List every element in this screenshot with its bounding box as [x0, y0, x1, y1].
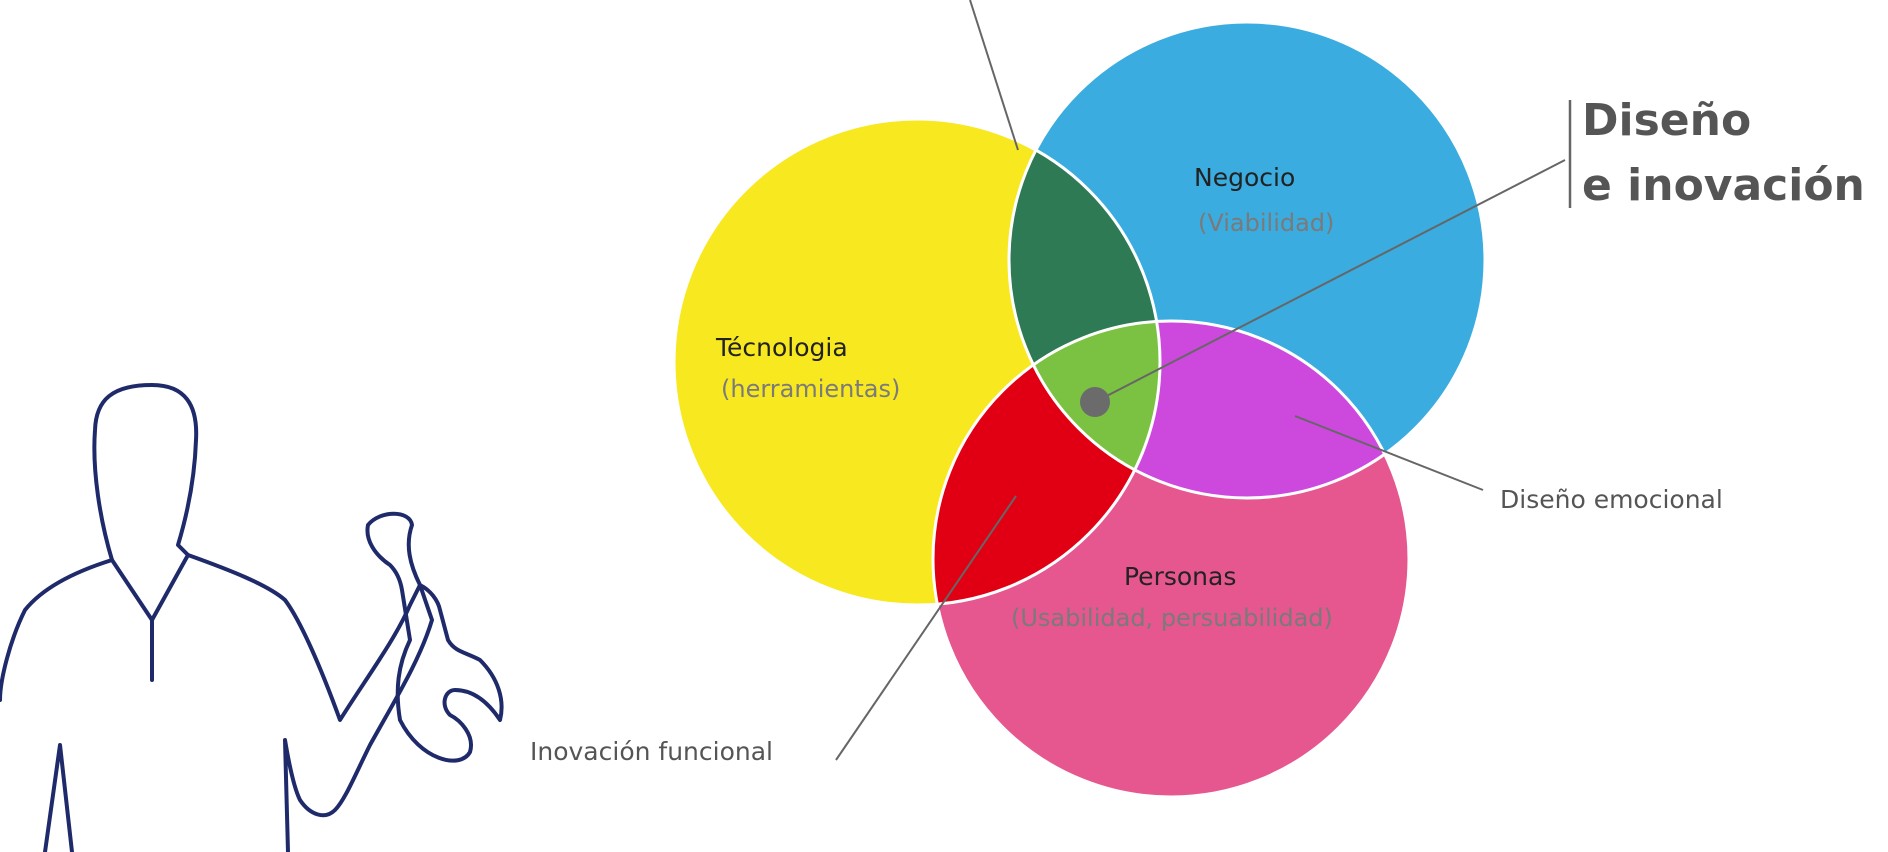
negocio-sublabel: (Viabilidad) [1198, 209, 1334, 237]
shirt-collar-outline [110, 553, 190, 682]
callout-lines [835, 0, 1566, 761]
emotional-pointer-line [1294, 415, 1484, 491]
person-silhouette-outline [0, 383, 434, 852]
emotional-design-label: Diseño emocional [1500, 485, 1723, 514]
design-innovation-pointer-line [1094, 159, 1566, 403]
negocio-label: Negocio [1194, 163, 1295, 192]
personas-sublabel: (Usabilidad, persuabilidad) [1011, 604, 1333, 632]
person-with-wrench-illustration [0, 383, 504, 852]
center-dot [1080, 387, 1110, 417]
tecnologia-personas-overlap [933, 321, 1160, 605]
top-pointer-line [969, 0, 1019, 151]
personas-label: Personas [1124, 562, 1236, 591]
tecnologia-label: Técnologia [715, 333, 848, 362]
title-line1: Diseño [1582, 95, 1751, 146]
functional-innovation-label: Inovación funcional [530, 737, 773, 766]
tecnologia-sublabel: (herramientas) [721, 375, 900, 403]
title-line2: e inovación [1582, 160, 1865, 211]
wrench-icon [365, 511, 504, 763]
functional-pointer-line [835, 495, 1017, 761]
circle-outlines [672, 20, 1487, 799]
